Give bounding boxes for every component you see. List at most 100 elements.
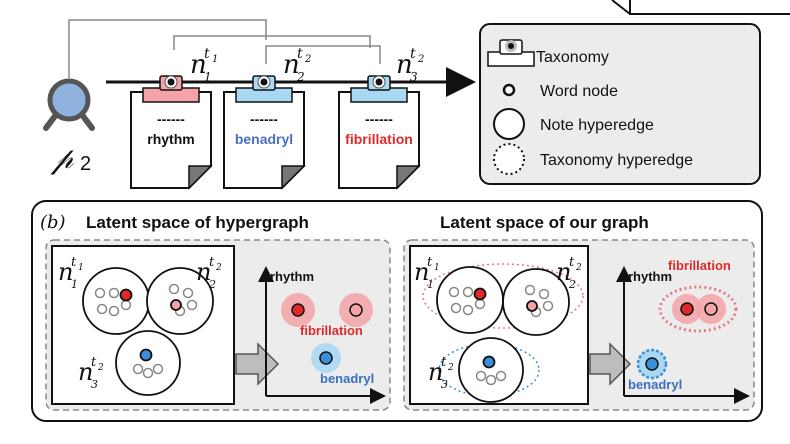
- right-h1-word-node-3: [450, 302, 462, 314]
- note-document-3: ------ fibrillation: [338, 75, 421, 190]
- note-dashes: ------: [365, 111, 393, 127]
- left-h3-word-node-4: [139, 348, 153, 362]
- svg-text:t: t: [204, 46, 210, 62]
- svg-text:n: n: [283, 50, 300, 80]
- note-dashes: ------: [250, 111, 278, 127]
- left-latent-point-rhythm: [291, 303, 305, 317]
- right-h1-word-node-1: [448, 286, 460, 298]
- left-h1-word-node-3: [96, 303, 108, 315]
- right-h2-word-node-5: [526, 300, 538, 312]
- taxonomy-icon: [487, 39, 535, 67]
- left-label-benadryl: benadryl: [320, 371, 374, 386]
- right-axis-label: rhythm: [628, 269, 672, 284]
- svg-text:n: n: [396, 50, 413, 80]
- svg-text:1: 1: [204, 70, 212, 84]
- left-title: Latent space of hypergraph: [86, 213, 309, 232]
- svg-text:2: 2: [296, 70, 305, 84]
- svg-text:n: n: [196, 258, 211, 286]
- taxonomy-hyperedge-icon: [493, 143, 525, 175]
- svg-text:1: 1: [78, 263, 84, 273]
- svg-text:n: n: [78, 358, 93, 386]
- svg-text:t: t: [410, 46, 416, 62]
- left-h2-word-node-3: [186, 299, 198, 311]
- svg-text:2: 2: [304, 54, 311, 65]
- svg-text:3: 3: [410, 70, 418, 84]
- svg-text:t: t: [297, 46, 303, 62]
- svg-text:2: 2: [447, 363, 454, 373]
- left-h3-word-node-3: [152, 363, 164, 375]
- right-h1-word-node-5: [474, 298, 486, 310]
- svg-text:3: 3: [441, 378, 448, 391]
- left-label-fibrillation: fibrillation: [300, 323, 363, 338]
- right-h3-word-node-2: [485, 374, 497, 386]
- svg-text:1: 1: [71, 278, 78, 291]
- svg-text:1: 1: [434, 263, 440, 273]
- svg-text:n: n: [190, 50, 207, 80]
- patient-label: 𝓅: [50, 141, 75, 176]
- left-h2-word-node-1: [168, 283, 180, 295]
- svg-text:t: t: [71, 255, 77, 270]
- note-hyperedge-icon: [493, 108, 525, 140]
- svg-text:t: t: [209, 255, 215, 270]
- svg-text:2: 2: [575, 263, 582, 273]
- legend-word-node: Word node: [540, 83, 618, 100]
- top-edge-box-diagonal: [611, 0, 631, 15]
- right-latent-taxonomy-t1: [658, 285, 738, 333]
- svg-text:t: t: [441, 355, 447, 370]
- right-h3-word-node-1: [475, 370, 487, 382]
- left-axis-label: rhythm: [270, 269, 314, 284]
- left-h1-word-node-4: [108, 305, 120, 317]
- left-h1-word-node-2: [108, 287, 120, 299]
- right-h1-word-node-2: [462, 286, 474, 298]
- right-h2-word-node-1: [524, 284, 536, 296]
- right-h2-word-node-3: [542, 300, 554, 312]
- note-document-2: ------benadryl: [223, 75, 306, 190]
- legend-note-hyperedge: Note hyperedge: [540, 117, 654, 134]
- left-hyperedge-1: [82, 267, 150, 335]
- legend-taxonomy-hyperedge: Taxonomy hyperedge: [540, 152, 693, 169]
- svg-text:2: 2: [568, 278, 576, 291]
- right-title: Latent space of our graph: [440, 213, 649, 232]
- svg-text:t: t: [569, 255, 575, 270]
- patient-icon: [43, 78, 95, 131]
- left-latent-point-fibrillation: [349, 303, 363, 317]
- right-transform-arrow: [589, 342, 632, 386]
- svg-text:n: n: [556, 258, 571, 286]
- right-hyperedge-3: [458, 337, 524, 403]
- svg-text:n: n: [414, 258, 429, 286]
- svg-text:1: 1: [212, 54, 218, 65]
- svg-text:n: n: [58, 258, 73, 286]
- right-latent-point-benadryl: [645, 357, 659, 371]
- right-latent-point-rhythm: [680, 302, 694, 316]
- legend-box: [479, 23, 761, 185]
- note-dashes: ------: [157, 111, 185, 127]
- svg-text:1: 1: [427, 278, 434, 291]
- note-document-1: ------rhythm: [130, 75, 213, 190]
- svg-text:2: 2: [417, 54, 424, 65]
- right-h1-word-node-4: [462, 304, 474, 316]
- svg-text:t: t: [91, 355, 97, 370]
- legend-taxonomy: Taxonomy: [536, 49, 609, 66]
- panel-b-label: (b): [40, 212, 66, 233]
- right-h3-word-node-4: [482, 355, 496, 369]
- left-hyperedge-3: [115, 330, 181, 396]
- right-h3-word-node-3: [495, 370, 507, 382]
- note-word-3: fibrillation: [345, 131, 413, 147]
- svg-text:2: 2: [215, 263, 222, 273]
- right-label-fibrillation: fibrillation: [668, 258, 731, 273]
- taxonomy-hyperedge-t1: [422, 263, 584, 329]
- right-h2-word-node-2: [538, 288, 550, 300]
- left-h3-word-node-2: [142, 367, 154, 379]
- svg-text:n: n: [428, 358, 443, 386]
- note-label-2: n 2 t 2: [283, 46, 311, 84]
- note-label-1: n 1 t 1: [190, 46, 218, 84]
- svg-text:2: 2: [208, 278, 216, 291]
- svg-text:3: 3: [91, 378, 98, 391]
- top-edge-box: [629, 0, 790, 15]
- patient-connectors: [68, 19, 381, 78]
